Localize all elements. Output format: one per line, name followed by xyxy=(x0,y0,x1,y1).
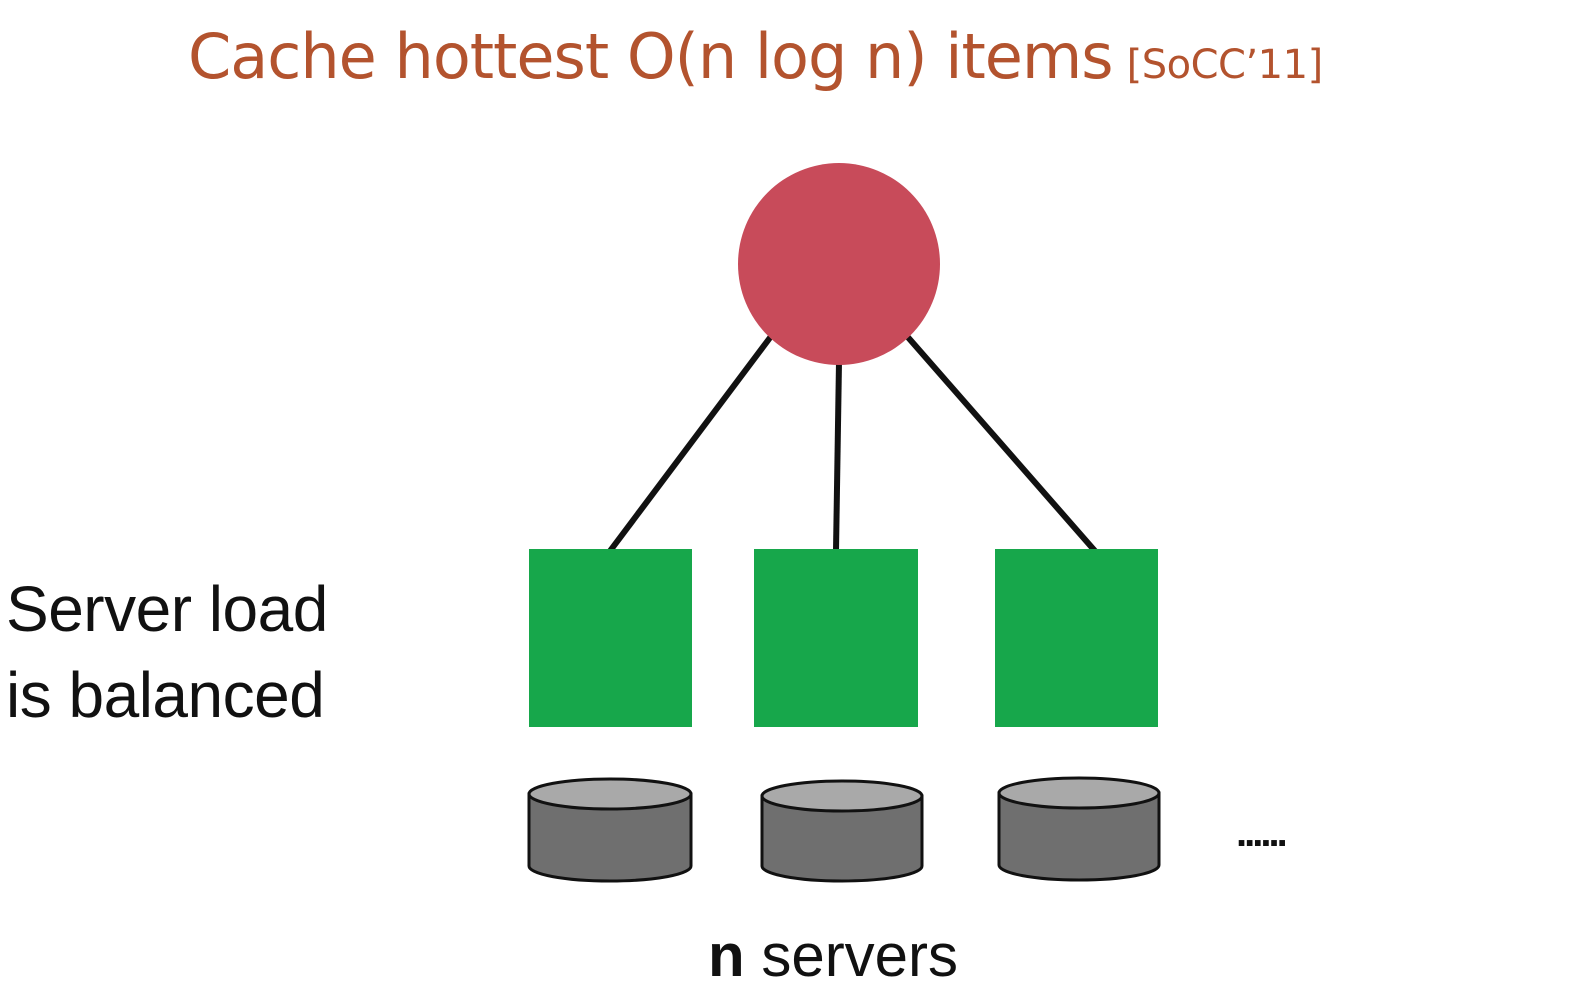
server-box-1 xyxy=(529,549,692,727)
storage-cylinder-2 xyxy=(760,779,924,883)
title-citation: [SoCC’11] xyxy=(1126,42,1324,88)
edge-to-server-3 xyxy=(903,333,1098,553)
server-box-2 xyxy=(754,549,918,727)
server-load-line-1: Server load xyxy=(6,573,328,645)
slide-title: Cache hottest O(n log n) items [SoCC’11] xyxy=(188,12,1558,112)
more-servers-ellipsis: ...... xyxy=(1236,811,1286,855)
server-load-label: Server load is balanced xyxy=(6,566,426,738)
server-load-line-2: is balanced xyxy=(6,659,325,731)
storage-cylinder-1 xyxy=(527,777,693,883)
edge-to-server-2 xyxy=(833,361,842,552)
storage-cylinder-3 xyxy=(997,776,1161,882)
servers-count-label: n servers xyxy=(708,918,1068,994)
servers-count-n: n xyxy=(708,922,745,989)
cache-node xyxy=(738,163,940,365)
edge-to-server-1 xyxy=(607,333,775,553)
servers-count-text: servers xyxy=(744,922,959,989)
server-box-3 xyxy=(995,549,1158,727)
title-main: Cache hottest O(n log n) items xyxy=(188,20,1114,93)
